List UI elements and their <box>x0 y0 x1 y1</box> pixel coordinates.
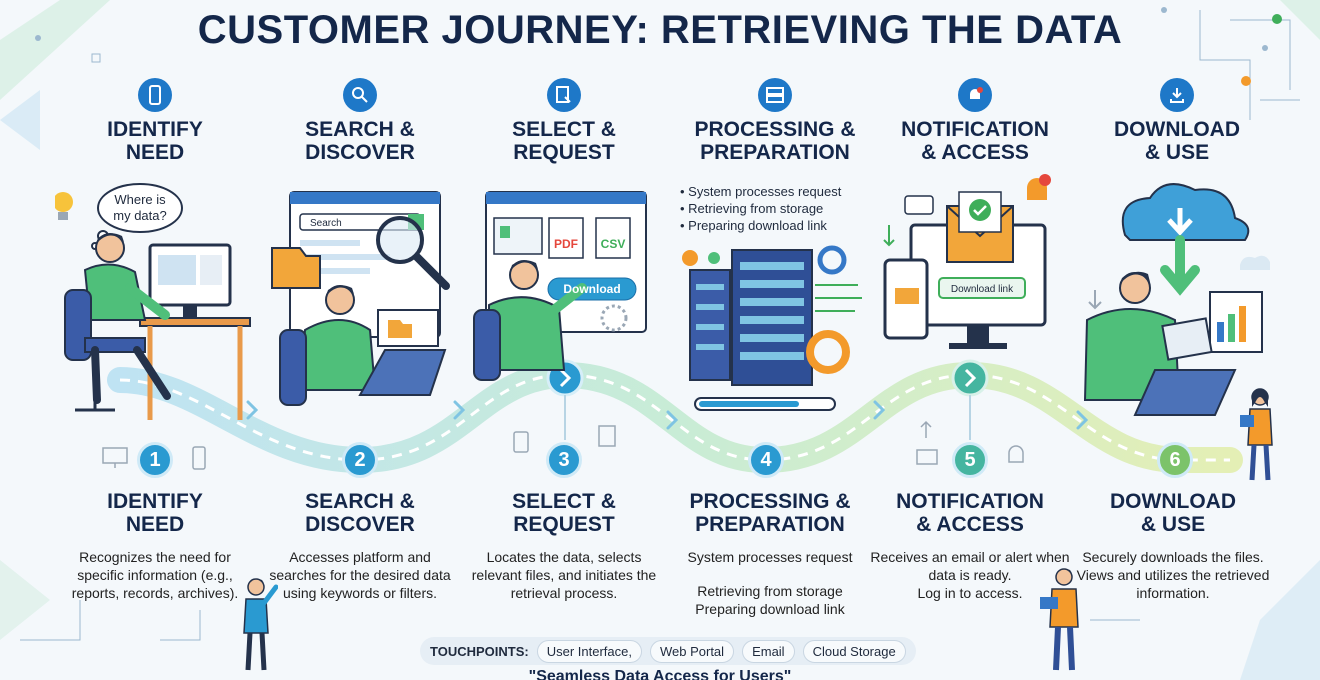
download-button-label[interactable]: Download <box>563 282 620 296</box>
search-input-placeholder: Search <box>310 218 342 229</box>
stage-6-illustration <box>1083 183 1270 416</box>
stage-6-title-line1: DOWNLOAD <box>1114 118 1240 141</box>
speech-bubble-line1: Where is <box>114 192 166 207</box>
stage-2-detail-title-line2: DISCOVER <box>305 513 415 536</box>
touchpoint-cloud-storage[interactable]: Cloud Storage <box>802 639 906 663</box>
stage-5-detail: NOTIFICATION& ACCESS Receives an email o… <box>870 490 1070 602</box>
phone-icon <box>192 446 206 470</box>
step-number-6: 6 <box>1157 442 1193 478</box>
stage-4-header: PROCESSING &PREPARATION <box>670 78 880 164</box>
stage-6-header: DOWNLOAD& USE <box>1077 78 1277 164</box>
document-select-icon <box>547 78 581 112</box>
touchpoints-bar: TOUCHPOINTS: User Interface, Web Portal … <box>420 637 916 665</box>
touchpoint-web-portal[interactable]: Web Portal <box>649 639 735 663</box>
stage-3-detail: SELECT &REQUEST Locates the data, select… <box>464 490 664 602</box>
stage-4-detail-title-line1: PROCESSING & <box>689 490 851 513</box>
page-title: CUSTOMER JOURNEY: RETRIEVING THE DATA <box>197 8 1123 52</box>
stage-1-illustration: Where is my data? <box>55 183 251 420</box>
stage-5-detail-title-line1: NOTIFICATION <box>896 490 1044 513</box>
book-icon <box>916 420 938 465</box>
touchpoint-email[interactable]: Email <box>742 639 795 663</box>
bell-icon <box>958 78 992 112</box>
step-number-2: 2 <box>342 442 378 478</box>
stage-6-detail-title-line2: & USE <box>1140 513 1206 536</box>
bullet-item: • Retrieving from storage <box>680 201 824 216</box>
stage-4-bullets: • System processes request • Retrieving … <box>680 183 880 234</box>
stage-3-detail-title-line2: REQUEST <box>513 513 615 536</box>
touchpoints-label: TOUCHPOINTS: <box>430 643 529 659</box>
step-number-5: 5 <box>952 442 988 478</box>
stage-3-description: Locates the data, selects relevant files… <box>471 549 657 601</box>
stage-5-header: NOTIFICATION& ACCESS <box>875 78 1075 164</box>
step-number-3: 3 <box>546 442 582 478</box>
bullet-item: • Preparing download link <box>680 218 827 233</box>
stage-2-detail-title-line1: SEARCH & <box>305 490 415 513</box>
standing-person-center-right <box>1040 568 1079 671</box>
stage-5-description-line1: Receives an email or alert when data is … <box>870 549 1070 583</box>
stage-2-illustration: Search <box>271 191 450 406</box>
speech-bubble-line2: my data? <box>113 208 166 223</box>
server-icon <box>758 78 792 112</box>
stage-4-illustration <box>682 245 862 411</box>
stage-4-detail-title-line2: PREPARATION <box>695 513 845 536</box>
stage-5-title-line2: & ACCESS <box>921 141 1029 164</box>
search-icon <box>343 78 377 112</box>
file-csv-label: CSV <box>601 237 626 251</box>
stage-5-illustration: Download link <box>883 174 1051 349</box>
stage-2-header: SEARCH &DISCOVER <box>260 78 460 164</box>
stage-5-description-line2: Log in to access. <box>917 585 1023 601</box>
stage-6-description: Securely downloads the files. Views and … <box>1076 549 1270 601</box>
stage-1-detail-title-line2: NEED <box>125 513 185 536</box>
stage-6-detail-title-line1: DOWNLOAD <box>1110 490 1236 513</box>
step-number-1: 1 <box>137 442 173 478</box>
stage-2-description: Accesses platform and searches for the d… <box>269 549 451 601</box>
smartphone-icon <box>138 78 172 112</box>
stage-3-title-line2: REQUEST <box>513 141 615 164</box>
standing-person-right <box>1240 388 1273 481</box>
step-number-4: 4 <box>748 442 784 478</box>
stage-1-description: Recognizes the need for specific informa… <box>71 549 239 601</box>
stage-4-title-line1: PROCESSING & <box>694 118 856 141</box>
download-link-label[interactable]: Download link <box>951 284 1014 295</box>
stage-4-description-line3: Preparing download link <box>695 601 845 617</box>
monitor-icon <box>102 447 128 468</box>
stage-5-title-line1: NOTIFICATION <box>901 118 1049 141</box>
stage-2-title-line2: DISCOVER <box>305 141 415 164</box>
file-pdf-label: PDF <box>554 237 578 251</box>
stage-4-title-line2: PREPARATION <box>700 141 850 164</box>
stage-5-detail-title-line2: & ACCESS <box>916 513 1024 536</box>
download-icon <box>1160 78 1194 112</box>
bullet-item: • System processes request <box>680 184 842 199</box>
stage-3-illustration: PDF CSV Download <box>473 191 647 381</box>
file-icon <box>598 425 616 447</box>
bell-outline-icon <box>1008 445 1024 463</box>
stage-3-title-line1: SELECT & <box>512 118 616 141</box>
touchpoint-user-interface[interactable]: User Interface, <box>536 639 642 663</box>
stage-1-detail-title-line1: IDENTIFY <box>107 490 203 513</box>
stage-6-detail: DOWNLOAD& USE Securely downloads the fil… <box>1073 490 1273 602</box>
stage-4-description-line1: System processes request <box>687 549 853 565</box>
stage-3-header: SELECT &REQUEST <box>464 78 664 164</box>
touch-icon <box>513 431 529 453</box>
stage-2-title-line1: SEARCH & <box>305 118 415 141</box>
stage-4-description-line2: Retrieving from storage <box>697 583 843 599</box>
stage-3-detail-title-line1: SELECT & <box>512 490 616 513</box>
standing-person-left <box>243 578 278 671</box>
stage-4-detail: PROCESSING &PREPARATION System processes… <box>665 490 875 618</box>
stage-6-title-line2: & USE <box>1144 141 1210 164</box>
tagline: "Seamless Data Access for Users" <box>528 668 792 680</box>
stage-1-title-line2: NEED <box>125 141 185 164</box>
stage-1-title-line1: IDENTIFY <box>107 118 203 141</box>
stage-2-detail: SEARCH &DISCOVER Accesses platform and s… <box>260 490 460 602</box>
